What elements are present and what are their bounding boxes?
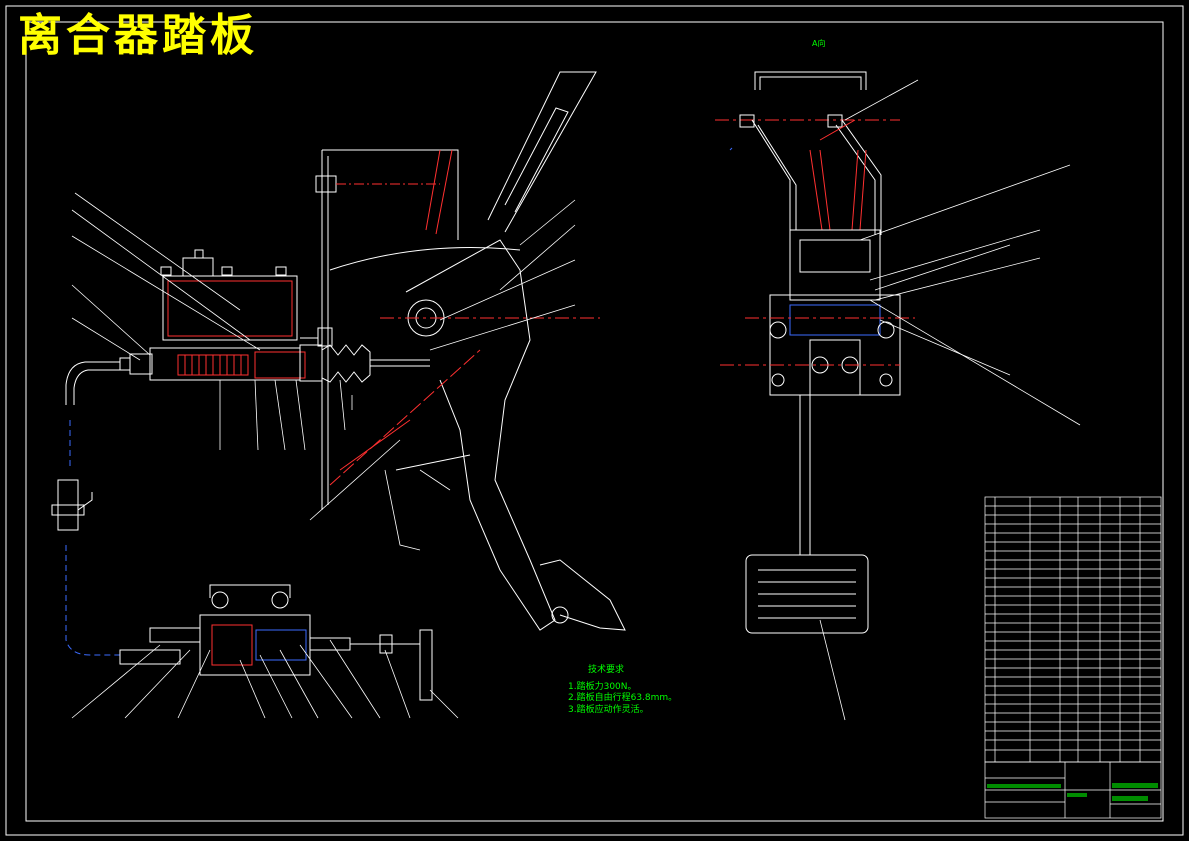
leader-lines-left [71,192,576,719]
drawing-title: 离合器踏板 [18,10,258,61]
parts-list-fill [987,783,1158,801]
title-block [984,761,1162,819]
leader-lines-right [819,79,1081,721]
technical-requirements-heading: 技术要求 [588,665,625,675]
side-view [715,71,915,634]
pedal-arm [329,71,626,631]
master-cylinder [119,249,430,383]
slave-cylinder [119,584,433,701]
technical-requirement-item: 2.踏板自由行程63.8mm。 [568,693,678,703]
parts-list [984,496,1162,763]
technical-requirement-item: 1.踏板力300N。 [568,682,637,692]
outer-border [5,5,1184,836]
view-label: A向 [812,39,826,48]
hydraulic-pipe [51,361,120,656]
pedal-bracket [300,149,521,510]
technical-requirement-item: 3.踏板应动作灵活。 [568,705,649,715]
inner-border [25,21,1164,822]
